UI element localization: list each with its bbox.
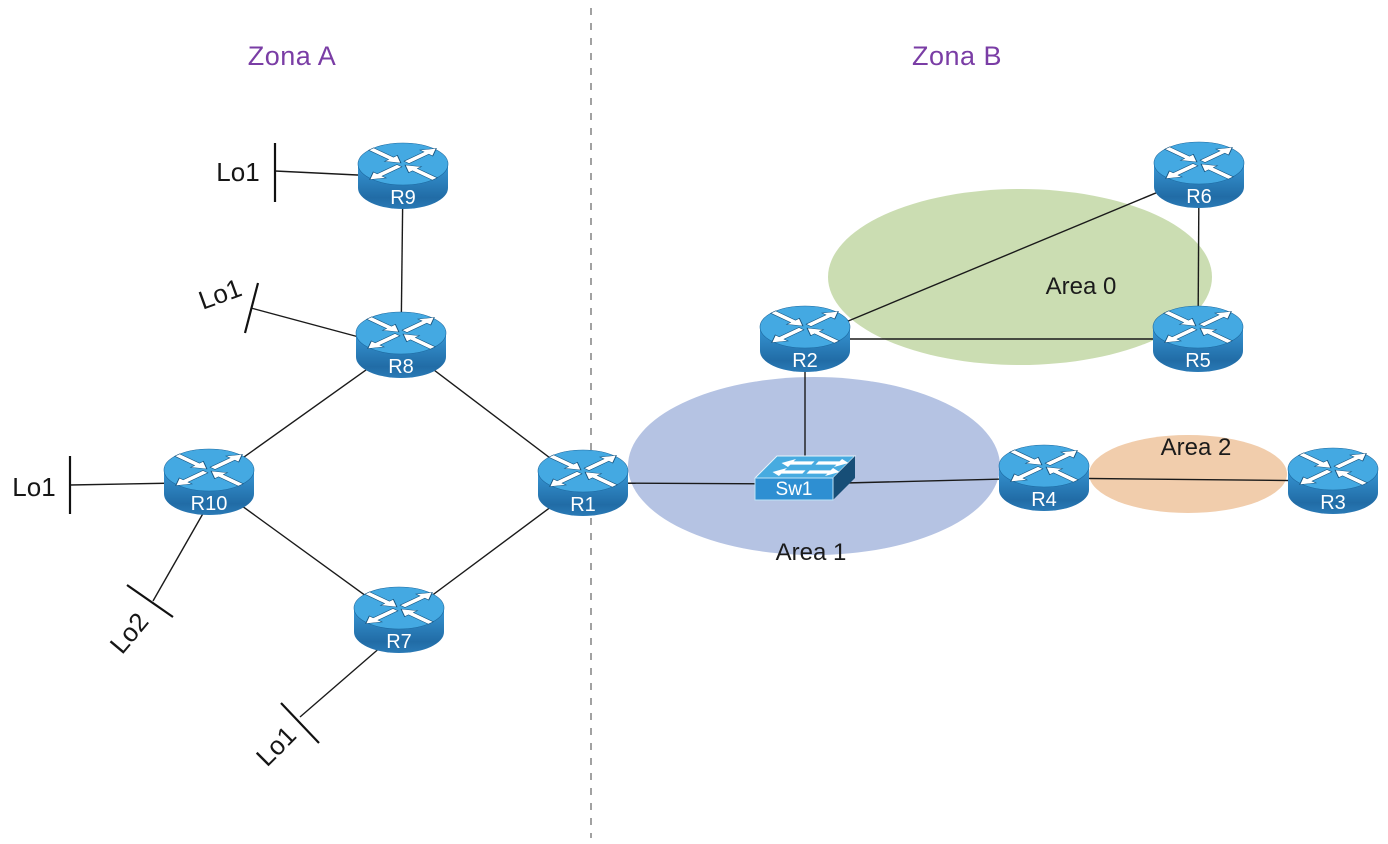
router-R3: R3 [1288, 448, 1378, 514]
loopbacks: Lo1 Lo1 Lo1 Lo2 Lo1 [12, 143, 383, 772]
router-R10: R10 [164, 449, 254, 515]
router-label: R6 [1186, 186, 1212, 208]
loopback-label-R10-lo2: Lo2 [104, 607, 155, 660]
router-R1: R1 [538, 450, 628, 516]
area0-ellipse [828, 189, 1212, 365]
loopback-label-R8: Lo1 [194, 272, 245, 315]
router-R2: R2 [760, 306, 850, 372]
switch-label: Sw1 [776, 479, 813, 500]
router-label: R5 [1185, 350, 1211, 372]
router-R9: R9 [358, 143, 448, 209]
router-label: R1 [570, 494, 596, 516]
router-R8: R8 [356, 312, 446, 378]
loopback-tbar-R8 [243, 282, 260, 334]
nodes: R9 R8 R10 R7 R1 R2 R6 R5 [164, 142, 1378, 653]
switch-Sw1: Sw1 [755, 456, 855, 500]
loopback-stub-R10-lo1 [69, 482, 181, 486]
loopback-label-R7: Lo1 [250, 720, 302, 772]
router-R7: R7 [354, 587, 444, 653]
router-label: R8 [388, 356, 414, 378]
loopback-stub-R7 [299, 645, 383, 718]
zone-title-zona-b: Zona B [912, 41, 1002, 71]
router-R4: R4 [999, 445, 1089, 511]
router-R6: R6 [1154, 142, 1244, 208]
loopback-label-R10-lo1: Lo1 [12, 472, 55, 502]
router-label: R2 [792, 350, 818, 372]
link-R2-R6 [804, 174, 1200, 340]
loopback-tbar-R10-lo2 [126, 584, 174, 618]
loopback-stub-R10-lo2 [152, 509, 206, 602]
router-label: R3 [1320, 492, 1346, 514]
zone-title-zona-a: Zona A [248, 41, 337, 71]
loopback-tbar-R7 [280, 702, 320, 744]
loopback-label-R9: Lo1 [216, 157, 259, 187]
area2-label: Area 2 [1161, 434, 1232, 461]
router-R5: R5 [1153, 306, 1243, 372]
area2-ellipse [1089, 435, 1287, 513]
area1-label: Area 1 [776, 539, 847, 566]
link-R4-R3 [1043, 477, 1334, 482]
router-label: R7 [386, 631, 412, 653]
loopback-stub-R8 [250, 307, 371, 341]
router-label: R10 [191, 493, 228, 515]
ospf-areas [628, 189, 1287, 555]
router-label: R4 [1031, 489, 1057, 511]
router-label: R9 [390, 187, 416, 209]
area0-label: Area 0 [1046, 273, 1117, 300]
